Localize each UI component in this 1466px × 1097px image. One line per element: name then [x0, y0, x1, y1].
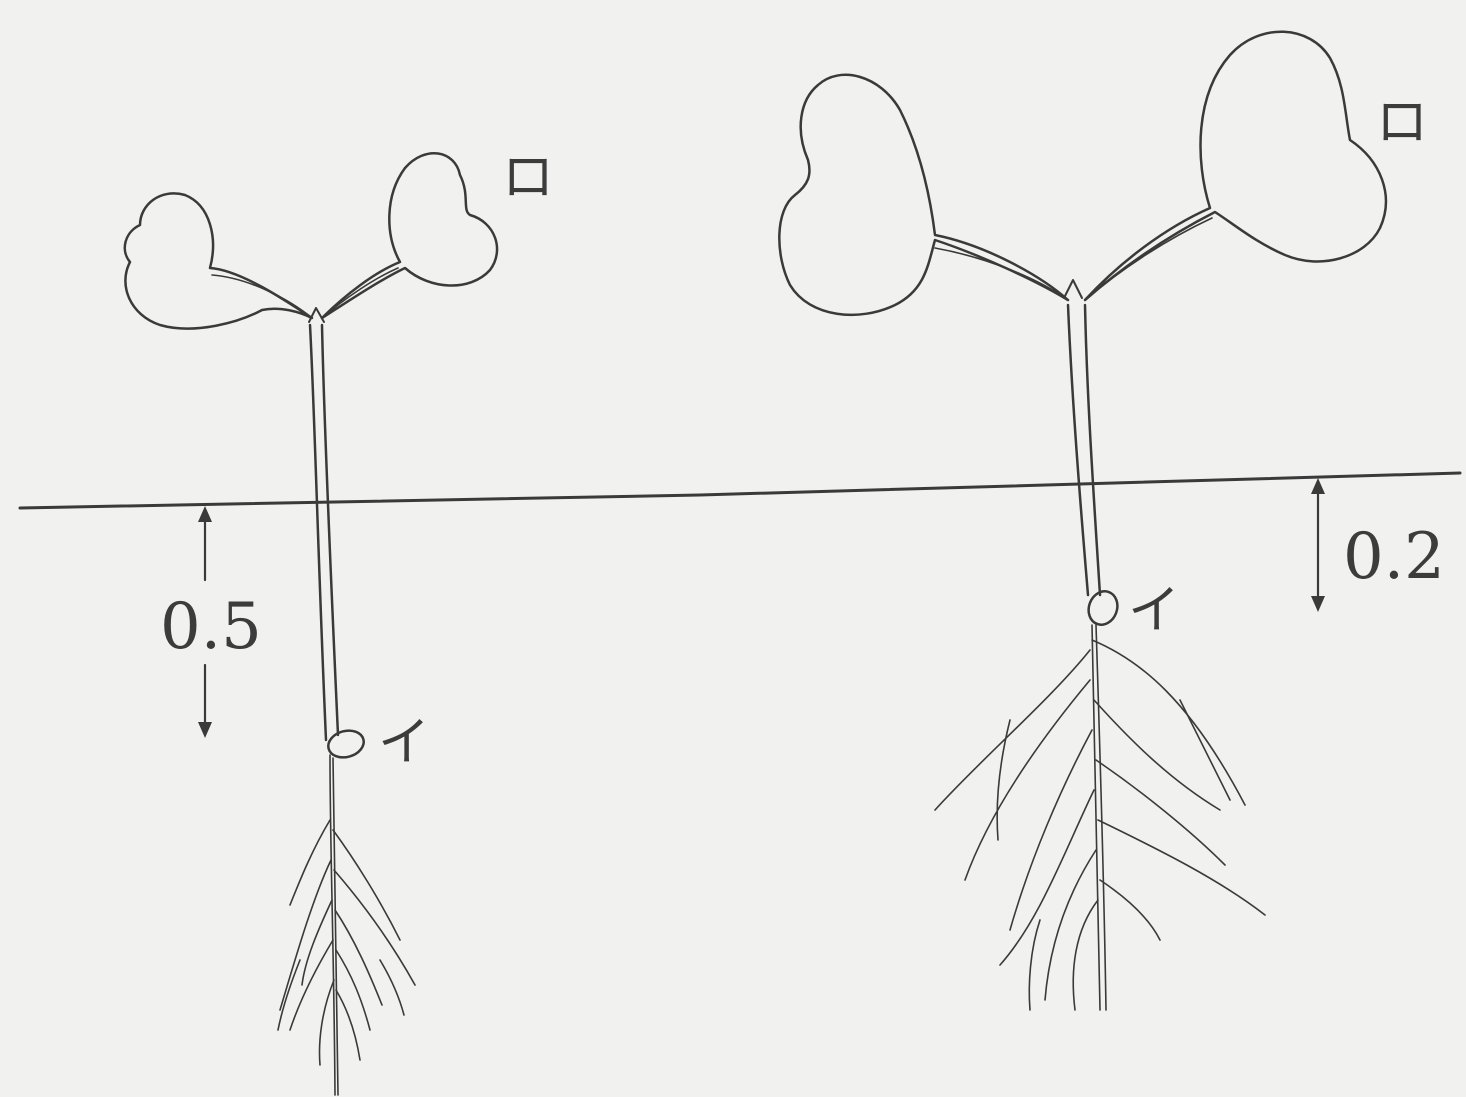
left-seedling-right-cotyledon [322, 153, 497, 318]
left-seedling-node [325, 727, 367, 761]
right-cotyledon-label: ロ [1376, 93, 1428, 153]
right-seedling-left-cotyledon [779, 75, 1068, 315]
right-seedling-stem [1068, 305, 1088, 595]
left-depth-label: 0.5 [160, 590, 262, 664]
right-seedling [779, 32, 1386, 1010]
right-node-label: イ [1128, 581, 1180, 641]
right-depth-arrow [1311, 478, 1325, 612]
left-cotyledon-label: ロ [502, 148, 554, 208]
left-seedling-left-cotyledon [125, 193, 312, 328]
right-seedling-right-cotyledon [1085, 32, 1386, 300]
right-depth-label: 0.2 [1343, 520, 1445, 594]
right-seedling-apical-bud [1064, 280, 1082, 298]
left-seedling-apical-bud [309, 308, 324, 322]
left-seedling-roots [278, 755, 415, 1095]
left-node-label: イ [378, 713, 430, 773]
right-seedling-node [1084, 587, 1122, 629]
soil-surface-line [20, 473, 1460, 508]
right-seedling-roots [935, 625, 1265, 1010]
